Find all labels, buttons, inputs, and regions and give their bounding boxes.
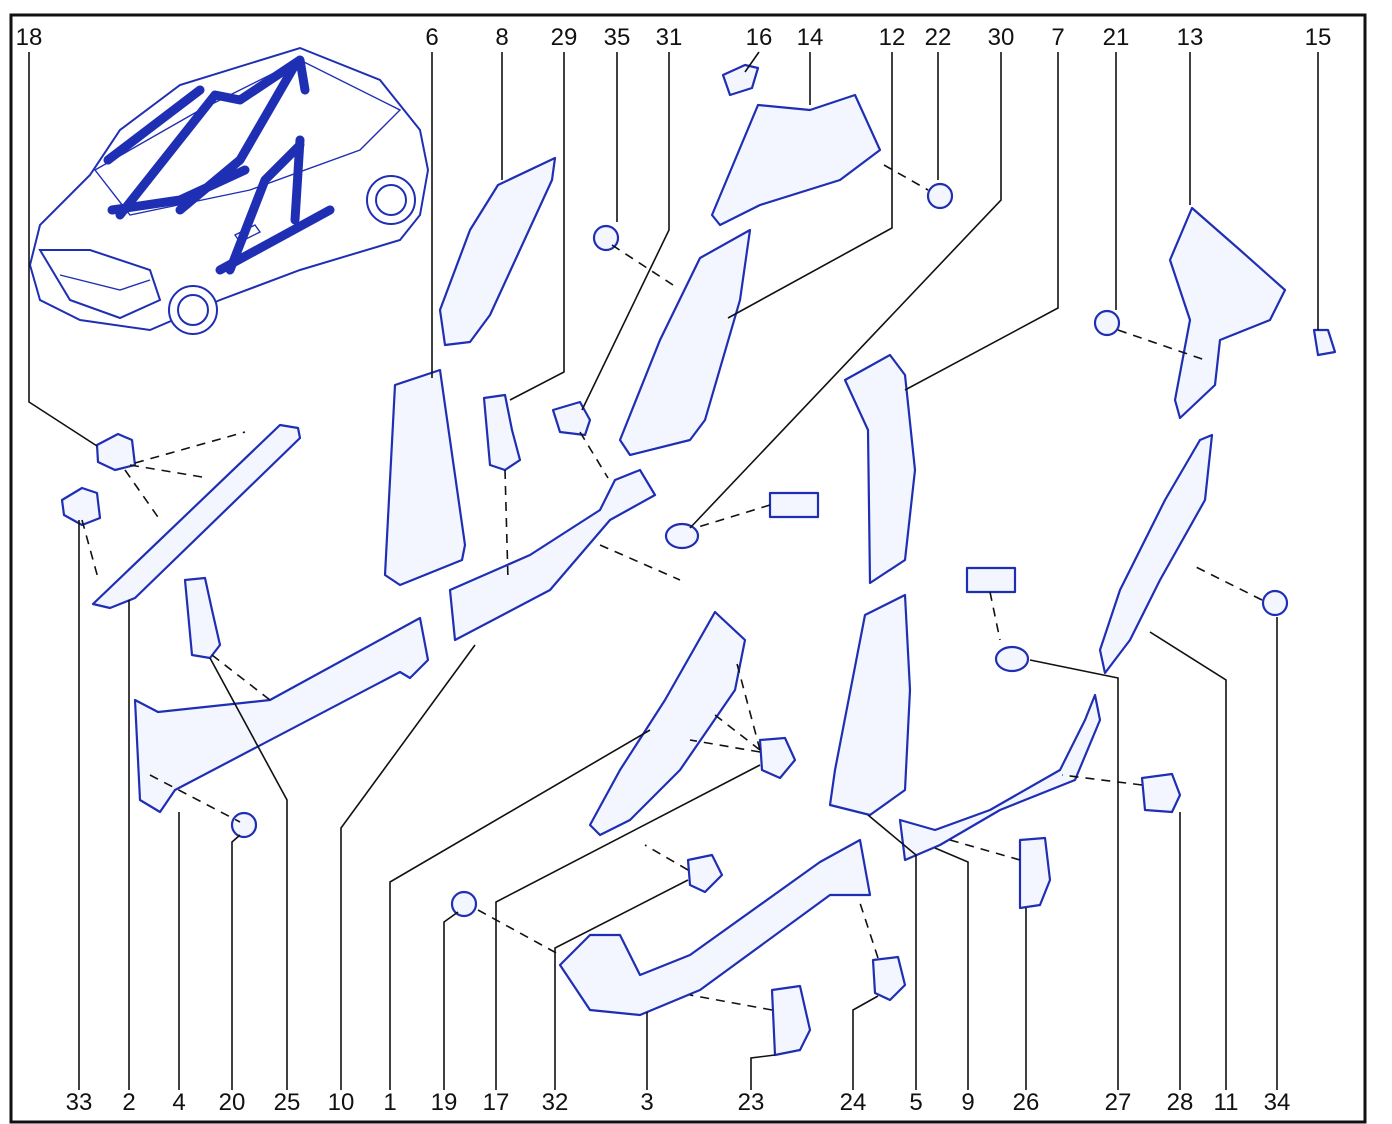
callout-top-5: 35 (604, 24, 631, 51)
callout-top-14: 13 (1177, 24, 1204, 51)
callout-bottom-11: 3 (640, 1089, 653, 1116)
part-14 (710, 93, 882, 227)
part-26 (1018, 836, 1052, 910)
label-plate-30 (768, 491, 820, 519)
part-28 (1140, 772, 1182, 814)
callout-bottom-20: 34 (1264, 1089, 1291, 1116)
leader-lines (28, 51, 1319, 1090)
callout-bottom-6: 10 (328, 1089, 355, 1116)
part-19 (450, 890, 478, 918)
part-32 (686, 853, 724, 894)
callout-bottom-18: 28 (1167, 1089, 1194, 1116)
callout-bottom-4: 20 (219, 1089, 246, 1116)
part-13 (1168, 206, 1287, 420)
part-18 (95, 432, 137, 472)
callout-bottom-12: 23 (738, 1089, 765, 1116)
callout-bottom-9: 17 (483, 1089, 510, 1116)
part-11 (1098, 433, 1214, 675)
part-29 (482, 393, 522, 472)
part-8 (438, 156, 557, 347)
callout-top-13: 21 (1103, 24, 1130, 51)
part-7 (843, 353, 917, 585)
callout-bottom-3: 4 (172, 1089, 185, 1116)
callout-top-11: 30 (988, 24, 1015, 51)
part-24 (871, 955, 907, 1002)
callout-bottom-19: 11 (1214, 1089, 1239, 1116)
part-5 (828, 593, 912, 817)
top-callouts: 18 6 8 29 35 31 16 14 12 22 30 7 21 13 1… (16, 24, 1332, 51)
part-15 (1312, 328, 1337, 357)
callout-bottom-10: 32 (542, 1089, 569, 1116)
callout-top-6: 31 (656, 24, 683, 51)
part-9 (898, 693, 1102, 862)
part-21 (1093, 309, 1121, 337)
callout-top-2: 6 (425, 24, 438, 51)
part-27 (994, 645, 1030, 673)
callout-bottom-2: 2 (122, 1089, 135, 1116)
part-25 (183, 576, 222, 660)
callout-bottom-16: 26 (1013, 1089, 1040, 1116)
callout-bottom-17: 27 (1105, 1089, 1132, 1116)
callout-bottom-14: 5 (909, 1089, 922, 1116)
callout-top-12: 7 (1051, 24, 1064, 51)
part-10 (448, 468, 657, 642)
car-illustration (28, 46, 430, 335)
part-6 (383, 368, 467, 587)
callout-bottom-5: 25 (274, 1089, 301, 1116)
part-16 (721, 63, 760, 97)
highlighted-trim (103, 55, 335, 275)
callout-top-9: 12 (879, 24, 906, 51)
callout-bottom-8: 19 (431, 1089, 458, 1116)
part-20 (230, 811, 258, 839)
callout-bottom-15: 9 (961, 1089, 974, 1116)
callout-bottom-7: 1 (383, 1089, 396, 1116)
part-12 (618, 228, 752, 457)
part-35 (592, 224, 620, 252)
part-30 (664, 522, 700, 550)
callout-top-10: 22 (925, 24, 952, 51)
callout-top-3: 8 (495, 24, 508, 51)
callout-top-15: 15 (1305, 24, 1332, 51)
part-22 (926, 182, 954, 210)
part-17 (758, 736, 797, 780)
part-23 (770, 984, 812, 1057)
callout-bottom-13: 24 (840, 1089, 867, 1116)
bottom-callouts: 33 2 4 20 25 10 1 19 17 32 3 23 24 5 9 2… (66, 1089, 1291, 1116)
part-4 (133, 616, 430, 814)
callout-top-8: 14 (797, 24, 824, 51)
part-34 (1261, 589, 1289, 617)
callout-top-1: 18 (16, 24, 43, 51)
label-plate-27 (965, 566, 1017, 594)
part-2 (91, 423, 302, 610)
part-3 (558, 838, 872, 1017)
callout-top-7: 16 (746, 24, 773, 51)
callout-bottom-1: 33 (66, 1089, 93, 1116)
part-31 (551, 400, 592, 437)
part-33 (60, 486, 102, 527)
callout-top-4: 29 (551, 24, 578, 51)
